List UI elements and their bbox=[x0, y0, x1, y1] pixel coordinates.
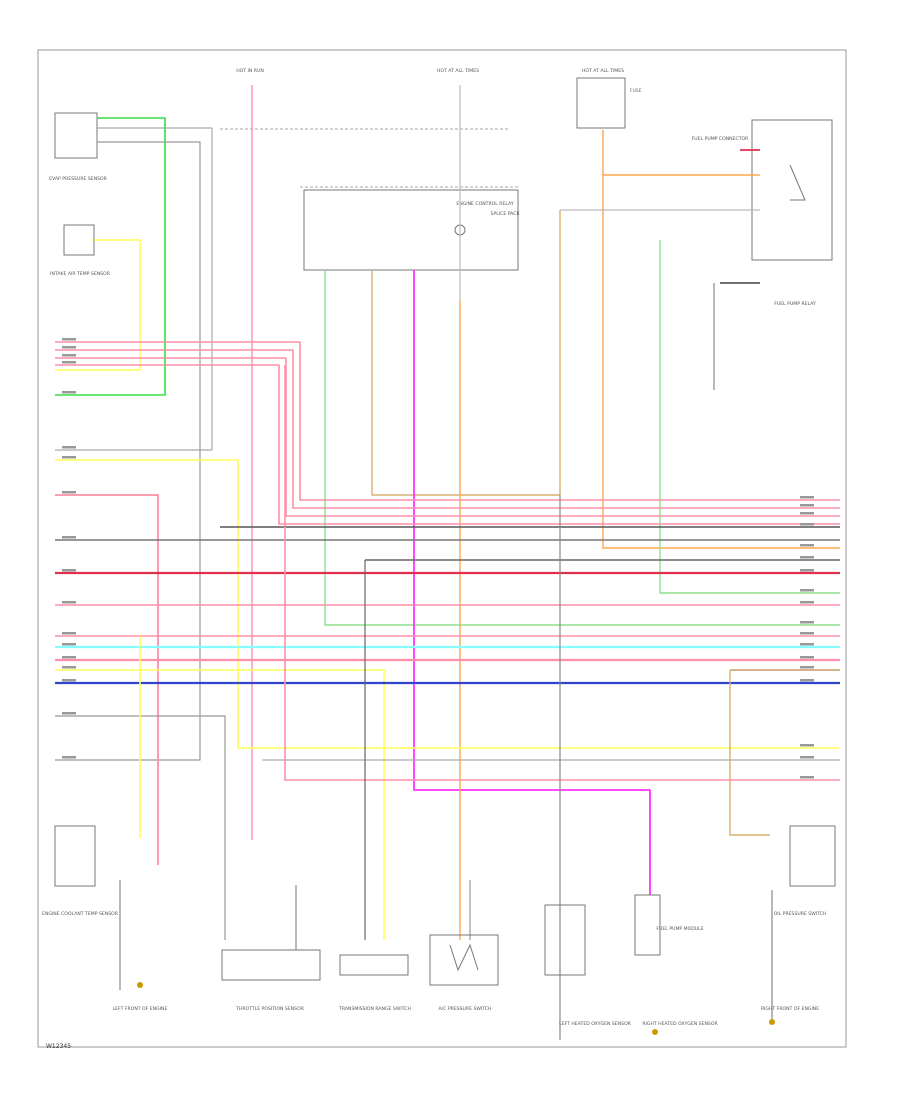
evap-sensor-box bbox=[54, 112, 98, 159]
ac-pressure-label: A/C PRESSURE SWITCH bbox=[439, 1006, 492, 1012]
wire-code-mark bbox=[62, 446, 76, 449]
wire-code-mark bbox=[800, 569, 814, 572]
wire-code-mark bbox=[62, 679, 76, 682]
fuel-pump-connector-label: FUEL PUMP CONNECTOR bbox=[692, 136, 749, 142]
ground-point-2 bbox=[652, 1029, 658, 1035]
wire-code-mark bbox=[62, 666, 76, 669]
ground-right-label: RIGHT FRONT OF ENGINE bbox=[761, 1006, 819, 1012]
wire-code-mark bbox=[62, 354, 76, 357]
fuel-pump-module-label: FUEL PUMP MODULE bbox=[656, 926, 703, 932]
wire-code-mark bbox=[800, 679, 814, 682]
evap-sensor-label: EVAP PRESSURE SENSOR bbox=[49, 176, 108, 182]
green-harness-wire bbox=[55, 117, 166, 396]
wire-code-mark bbox=[800, 512, 814, 515]
wire-code-mark bbox=[62, 536, 76, 539]
oil-pressure-box bbox=[789, 825, 836, 887]
wire-code-mark bbox=[62, 569, 76, 572]
pink-bus-wire bbox=[55, 349, 840, 509]
wire-code-mark bbox=[62, 346, 76, 349]
diagram-frame bbox=[37, 49, 847, 1048]
relay-switch bbox=[789, 164, 806, 201]
gray-throttle-wire bbox=[55, 715, 226, 940]
wire-code-mark bbox=[62, 632, 76, 635]
tan-module-wire bbox=[371, 210, 561, 496]
ground-point-3 bbox=[769, 1019, 775, 1025]
wire-code-mark bbox=[62, 456, 76, 459]
wire-code-mark bbox=[800, 504, 814, 507]
hot-at-all-times-label: HOT AT ALL TIMES bbox=[437, 68, 479, 74]
oil-pressure-label: OIL PRESSURE SWITCH bbox=[774, 911, 827, 917]
wire-code-mark bbox=[62, 656, 76, 659]
ground-left-label: LEFT FRONT OF ENGINE bbox=[113, 1006, 168, 1012]
green-feed-wire bbox=[659, 240, 840, 594]
wire-code-mark bbox=[62, 643, 76, 646]
pink-sensor-wire bbox=[55, 494, 159, 865]
yellow-long-wire bbox=[55, 459, 840, 749]
yellow-trans-wire bbox=[55, 669, 385, 940]
trans-range-label: TRANSMISSION RANGE SWITCH bbox=[338, 1006, 411, 1012]
wire-code-mark bbox=[800, 544, 814, 547]
engine-control-module bbox=[303, 189, 519, 271]
wire-code-mark bbox=[62, 338, 76, 341]
gray-harness-wire bbox=[55, 127, 213, 451]
wire-code-mark bbox=[62, 361, 76, 364]
wire-code-mark bbox=[800, 656, 814, 659]
wire-code-mark bbox=[62, 712, 76, 715]
throttle-sensor-box bbox=[221, 949, 321, 981]
left-o2-label: LEFT HEATED OXYGEN SENSOR bbox=[559, 1021, 632, 1027]
wire-code-mark bbox=[800, 523, 814, 526]
fuse-label: FUSE bbox=[630, 88, 642, 94]
wire-code-mark bbox=[800, 744, 814, 747]
fuel-pump-relay-label: FUEL PUMP RELAY bbox=[774, 301, 816, 307]
pink-throttle-wire bbox=[284, 365, 840, 781]
coolant-temp-label: ENGINE COOLANT TEMP SENSOR bbox=[42, 911, 119, 917]
intake-air-temp-box bbox=[63, 224, 95, 256]
wire-code-mark bbox=[800, 666, 814, 669]
wire-code-mark bbox=[62, 491, 76, 494]
tan-oil-wire bbox=[729, 670, 770, 836]
wire-code-mark bbox=[62, 601, 76, 604]
pink-bus-wire bbox=[55, 357, 840, 517]
fuse-box-right bbox=[576, 77, 626, 129]
magenta-module-wire bbox=[413, 270, 651, 895]
wire-code-mark bbox=[800, 556, 814, 559]
wire-code-mark bbox=[62, 756, 76, 759]
hot-at-all-times-label-2: HOT AT ALL TIMES bbox=[582, 68, 624, 74]
wire-code-mark bbox=[800, 589, 814, 592]
wire-code-mark bbox=[800, 632, 814, 635]
intake-air-temp-label: INTAKE AIR TEMP SENSOR bbox=[50, 271, 111, 277]
fuel-pump-relay-box bbox=[751, 119, 833, 261]
ac-pressure-box bbox=[429, 934, 499, 986]
wire-code-mark bbox=[800, 776, 814, 779]
wire-code-mark bbox=[800, 496, 814, 499]
ac-switch bbox=[449, 943, 479, 972]
throttle-sensor-label: THROTTLE POSITION SENSOR bbox=[235, 1006, 305, 1012]
orange-feed-wire bbox=[602, 130, 840, 549]
ground-point bbox=[137, 982, 143, 988]
wire-code-mark bbox=[800, 621, 814, 624]
trans-range-box bbox=[339, 954, 409, 976]
module-label: ENGINE CONTROL RELAY bbox=[456, 201, 513, 207]
wire-code-mark bbox=[800, 643, 814, 646]
pink-bus-wire bbox=[55, 341, 840, 501]
green-module-wire bbox=[324, 270, 840, 626]
diagram-code: W12345 bbox=[46, 1043, 72, 1050]
hot-in-run-label: HOT IN RUN bbox=[236, 68, 264, 74]
wire-code-mark bbox=[800, 756, 814, 759]
right-o2-box bbox=[634, 894, 661, 956]
yellow-harness-wire bbox=[55, 239, 141, 371]
right-o2-label: RIGHT HEATED OXYGEN SENSOR bbox=[642, 1021, 718, 1027]
wire-code-mark bbox=[800, 601, 814, 604]
coolant-temp-box bbox=[54, 825, 96, 887]
wire-code-mark bbox=[62, 391, 76, 394]
splice-pack-label: SPLICE PACK bbox=[491, 211, 521, 217]
gray-harness-wire-2 bbox=[55, 141, 201, 761]
left-o2-box bbox=[544, 904, 586, 976]
